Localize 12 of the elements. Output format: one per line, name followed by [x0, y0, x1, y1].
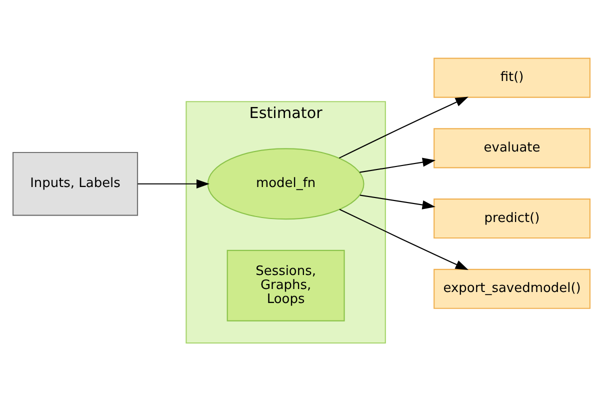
node-box: fit()	[434, 58, 590, 98]
node-box: predict()	[434, 198, 590, 239]
node-box: evaluate	[434, 128, 590, 168]
arrow	[339, 208, 468, 270]
node-box: Sessions, Graphs, Loops	[226, 250, 345, 322]
node-box: export_savedmodel()	[434, 268, 590, 309]
node-ellipse: model_fn	[207, 148, 364, 220]
arrow	[360, 194, 436, 210]
arrow	[360, 158, 436, 173]
arrow	[338, 96, 468, 159]
node-box: Inputs, Labels	[12, 152, 138, 216]
arrow	[138, 179, 210, 188]
